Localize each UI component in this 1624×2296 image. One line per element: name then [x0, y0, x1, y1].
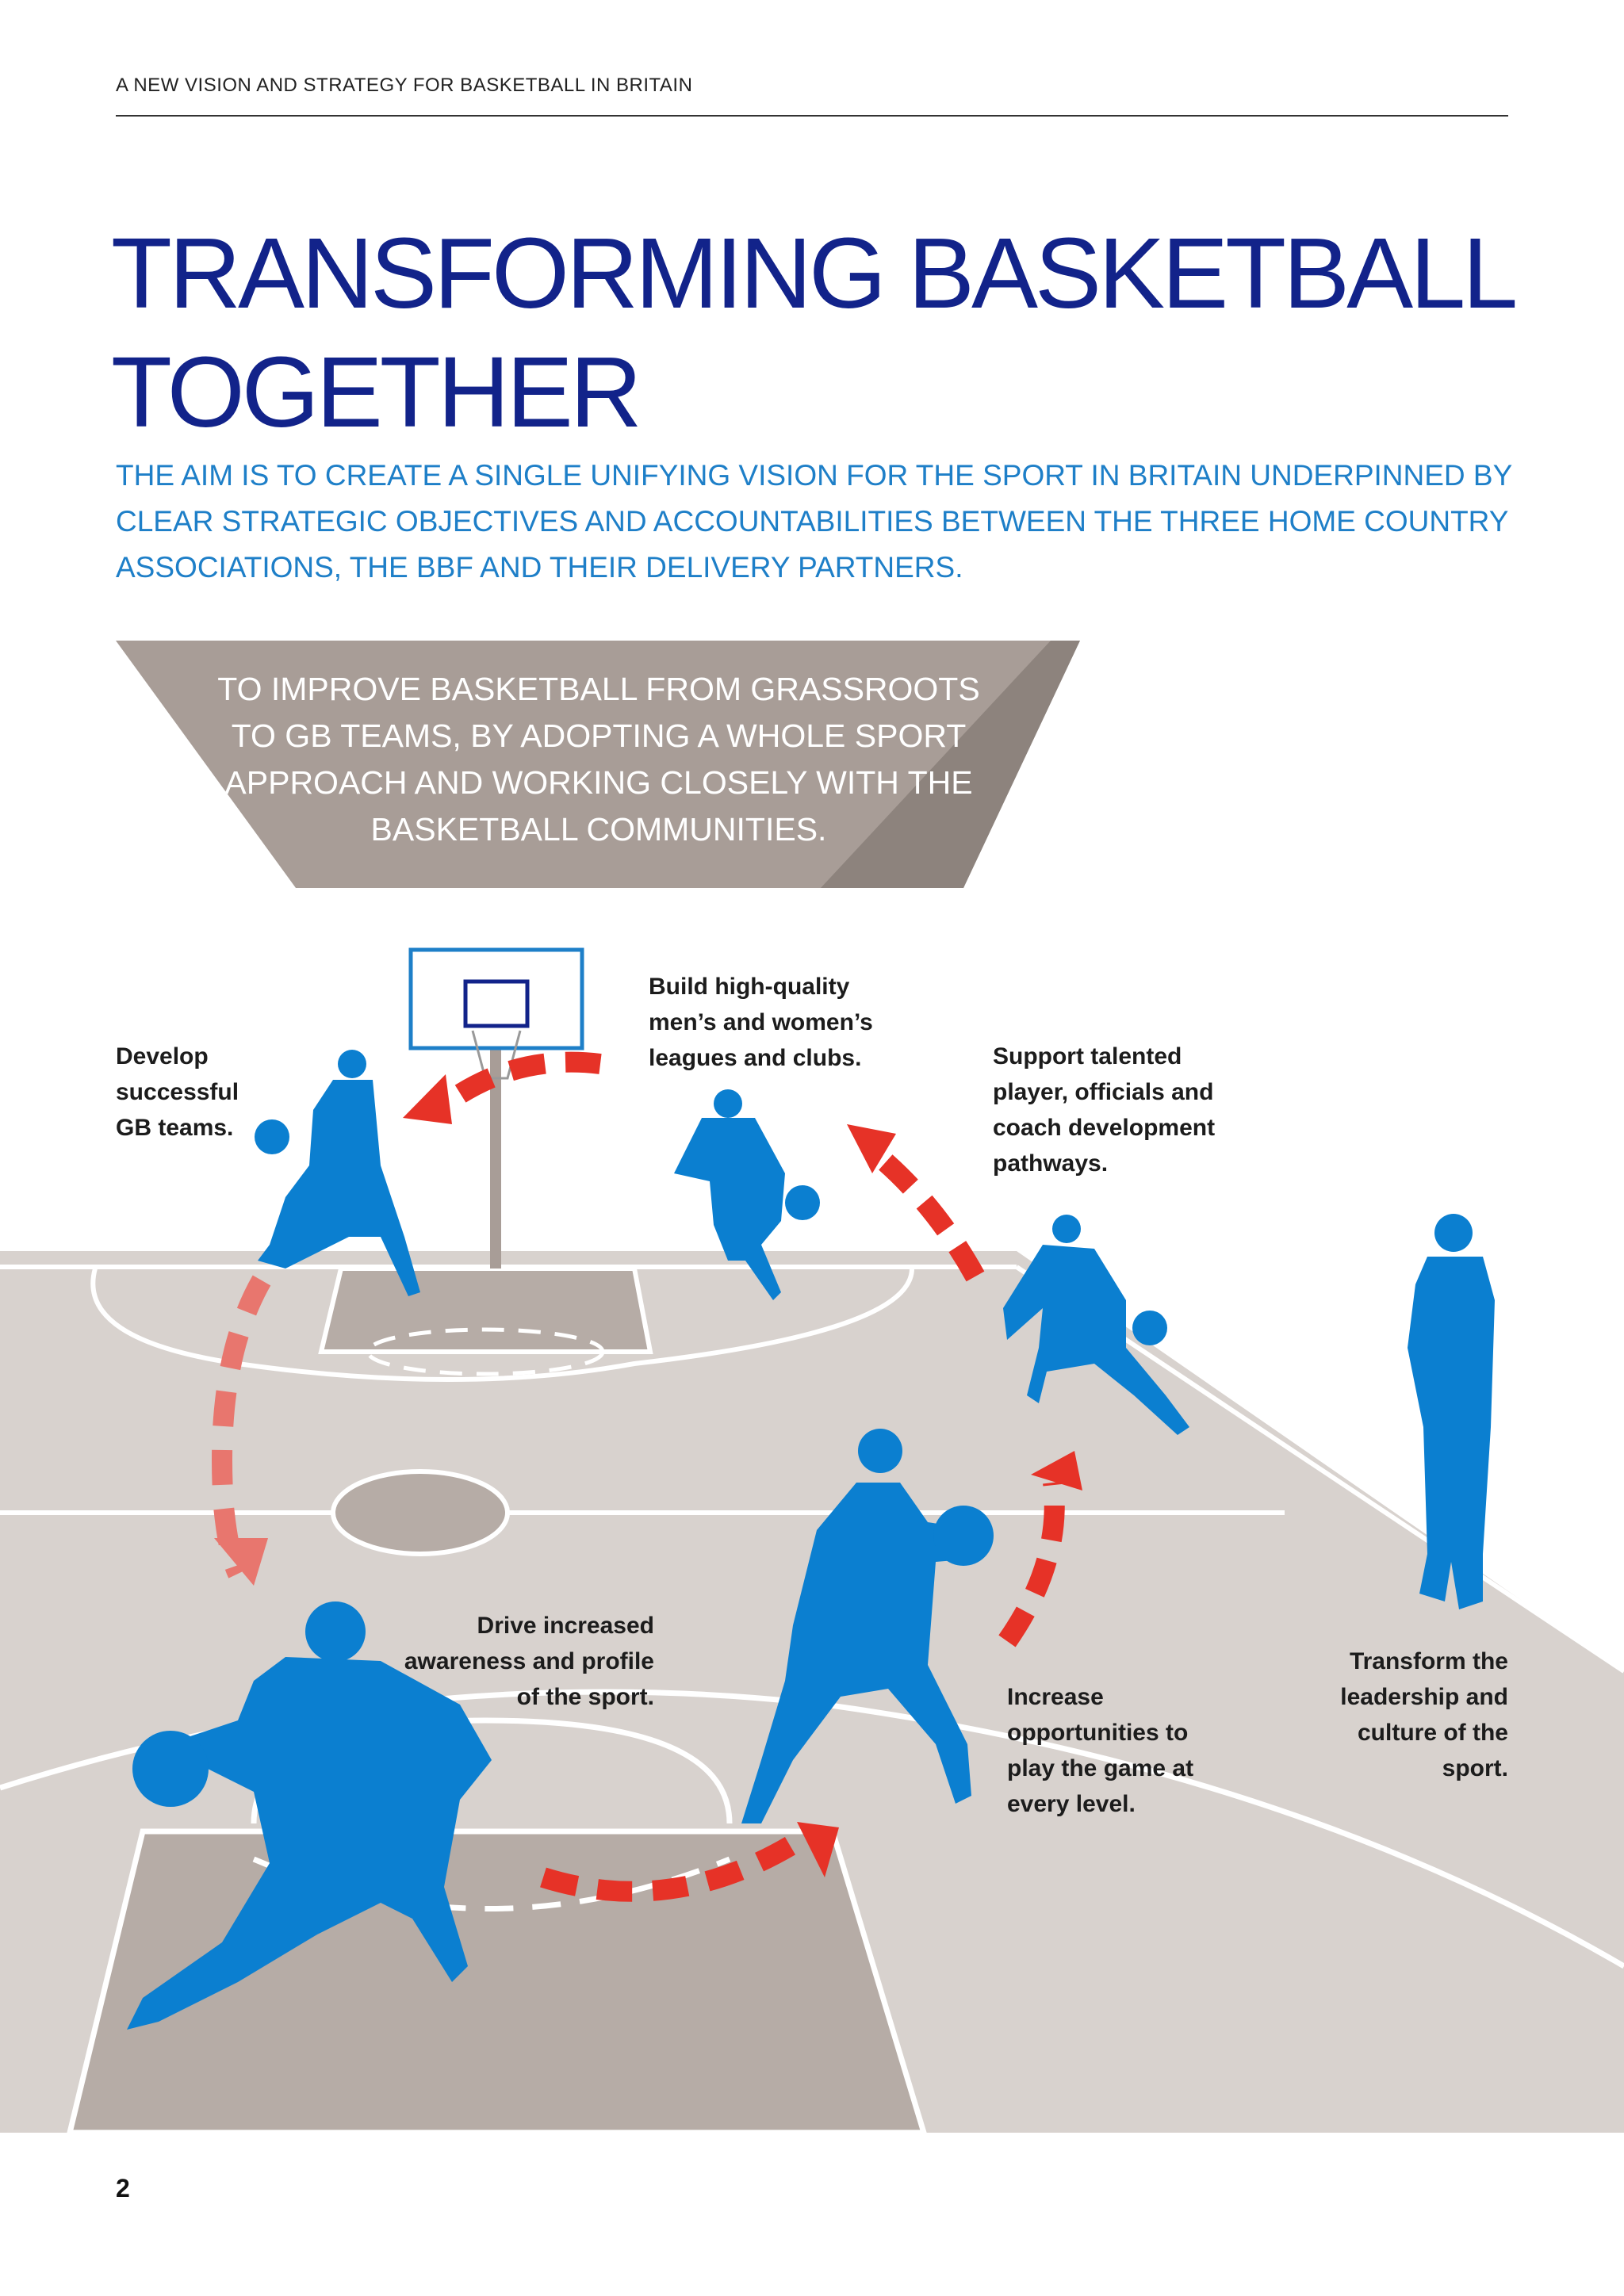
player-middle-dribbler	[674, 1089, 820, 1300]
page-title: TRANSFORMING BASKETBALL TOGETHER	[111, 214, 1538, 452]
arrowhead-leagues	[847, 1124, 896, 1173]
objective-leagues: Build high-quality men’s and women’s lea…	[649, 974, 873, 1071]
page-number: 2	[116, 2174, 130, 2202]
far-three-point-arc	[90, 1268, 914, 1382]
banner-shadow	[821, 641, 1080, 888]
arrowhead-awareness	[214, 1538, 268, 1586]
arrow-awareness-to-opportunities	[540, 1830, 806, 1902]
hoop-pole	[490, 1031, 501, 1269]
player-large-crouching	[127, 1601, 492, 2030]
subtitle: THE AIM IS TO CREATE A SINGLE UNIFYING V…	[116, 459, 1512, 584]
backboard-target	[463, 979, 530, 1028]
arrow-pathways-to-leagues	[873, 1150, 985, 1282]
header-rule	[116, 115, 1508, 117]
objective-pathways: Support talented player, officials and c…	[993, 1043, 1216, 1177]
arrow-gb-to-awareness	[212, 1275, 271, 1578]
player-right-runner	[1003, 1215, 1189, 1435]
arrow-leagues-to-gb	[454, 1051, 602, 1104]
center-circle	[331, 1469, 510, 1556]
player-woman	[741, 1429, 994, 1823]
arrowhead-opportunities-up	[1031, 1451, 1082, 1490]
banner-text: TO IMPROVE BASKETBALL FROM GRASSROOTS TO…	[217, 671, 980, 848]
objective-opportunities: Increase opportunities to play the game …	[1007, 1684, 1194, 1817]
title-line-1: TRANSFORMING BASKETBALL	[111, 217, 1518, 329]
player-top-left	[255, 1050, 420, 1296]
objective-leadership: Transform the leadership and culture of …	[1340, 1648, 1508, 1781]
arrow-opportunities-to-pathways	[998, 1481, 1065, 1647]
arrowhead-opportunities	[797, 1822, 839, 1877]
backboard	[408, 947, 584, 1050]
objective-awareness: Drive increased awareness and profile of…	[404, 1613, 654, 1710]
arrowhead-gb	[403, 1074, 452, 1124]
objective-gb-teams: Develop successful GB teams.	[116, 1043, 239, 1141]
net	[471, 1030, 522, 1080]
title-line-2: TOGETHER	[111, 336, 642, 448]
coach-silhouette	[1408, 1214, 1495, 1609]
banner-shape	[116, 641, 1080, 888]
running-head: A NEW VISION AND STRATEGY FOR BASKETBALL…	[116, 75, 693, 96]
far-key	[318, 1266, 653, 1354]
far-free-throw-circle	[366, 1327, 605, 1376]
